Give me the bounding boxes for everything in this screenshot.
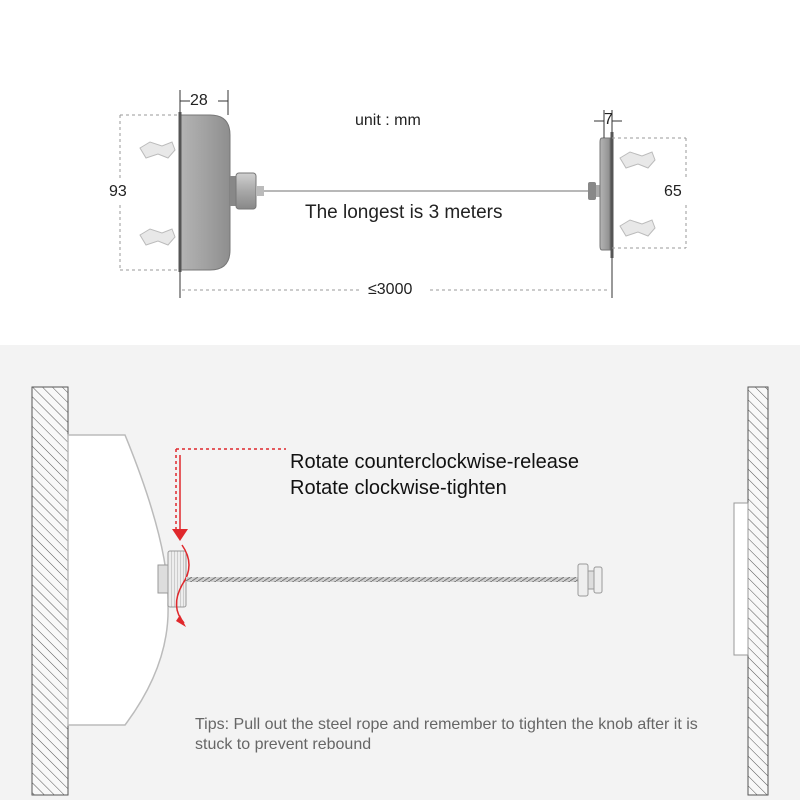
right-mount-plate [733, 502, 749, 656]
left-wall [31, 386, 69, 796]
unit-label: unit : mm [355, 112, 421, 129]
dim-height-left-label: 93 [109, 183, 127, 200]
dim-width-left-label: 28 [190, 92, 208, 109]
max-length-note: The longest is 3 meters [305, 202, 503, 223]
dim-length-label: ≤3000 [368, 281, 413, 298]
length-dimension-lines [179, 258, 613, 298]
left-screw-icons [139, 141, 176, 246]
left-device-body [178, 112, 231, 272]
right-device-body [599, 132, 614, 258]
usage-diagram-panel: Rotate counterclockwise-release Rotate c… [0, 345, 800, 800]
left-device-outline [67, 434, 169, 726]
right-screw-icons [619, 151, 656, 237]
tips-text: Tips: Pull out the steel rope and rememb… [195, 716, 698, 753]
instruction-release: Rotate counterclockwise-release [290, 451, 580, 473]
right-wall [747, 386, 769, 796]
left-knob [230, 172, 264, 210]
rotation-arrow-icon [172, 448, 286, 627]
dimension-drawing-panel: 28 93 7 65 unit : mm The longest is 3 me… [0, 0, 800, 345]
dim-width-right-label: 7 [604, 111, 613, 128]
left-height-dimension-lines [119, 114, 180, 271]
dim-height-right-label: 65 [664, 183, 682, 200]
right-hook [588, 182, 602, 200]
dimension-drawing [119, 90, 687, 298]
usage-diagram [31, 386, 769, 796]
steel-rope [186, 577, 578, 582]
rope-hook [577, 563, 603, 597]
right-width-dimension-lines [594, 110, 622, 138]
left-width-dimension-lines [179, 90, 229, 115]
right-height-dimension-lines [612, 137, 687, 249]
instruction-tighten: Rotate clockwise-tighten [290, 477, 507, 499]
